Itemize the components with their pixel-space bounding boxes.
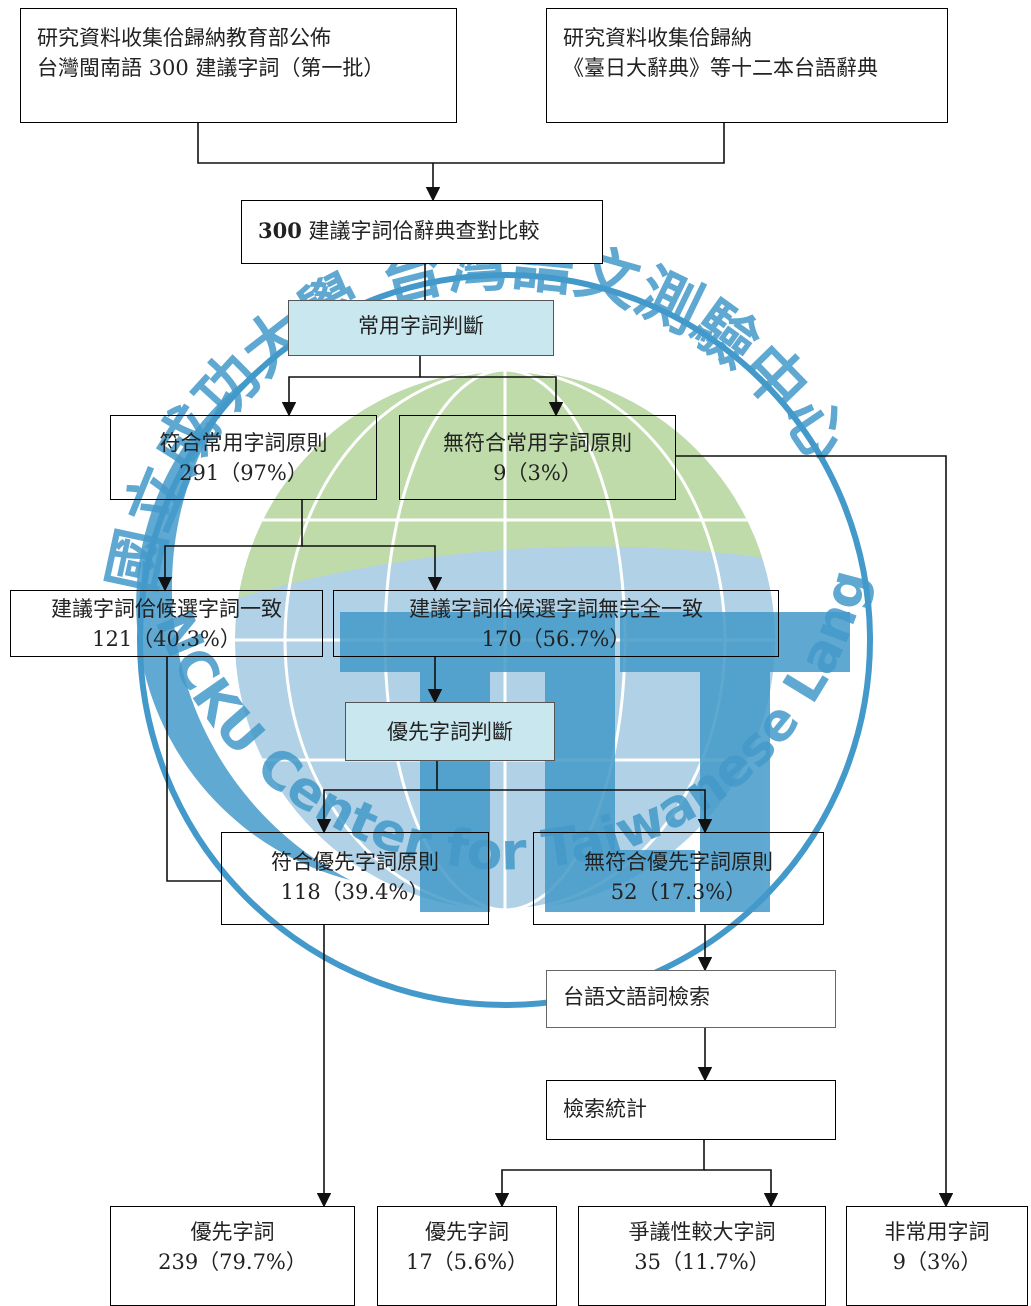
- connector-sources-merge: [197, 123, 725, 164]
- priority-yes-line2: 118（39.4%）: [280, 880, 430, 904]
- no-match-box: 建議字詞佮候選字詞無完全一致 170（56.7%）: [333, 590, 779, 657]
- source-box-dictionaries: 研究資料收集佮歸納 《臺日大辭典》等十二本台語辭典: [546, 8, 948, 123]
- out-priority-b-line1: 優先字詞: [425, 1220, 509, 1244]
- out-uncommon-line1: 非常用字詞: [884, 1220, 990, 1244]
- priority-judge-box: 優先字詞判斷: [345, 702, 555, 761]
- out-dispute-line2: 35（11.7%）: [634, 1250, 770, 1274]
- common-judge-box: 常用字詞判斷: [288, 300, 554, 356]
- priority-no-line1: 無符合優先字詞原則: [584, 850, 773, 874]
- source-box-dictionaries-line2: 《臺日大辭典》等十二本台語辭典: [563, 56, 878, 80]
- common-no-box: 無符合常用字詞原則 9（3%）: [399, 415, 676, 500]
- out-dispute-line1: 爭議性較大字詞: [628, 1220, 776, 1244]
- compare-box-count: 300: [258, 218, 302, 243]
- source-box-moe-line1: 研究資料收集佮歸納教育部公佈: [37, 26, 331, 50]
- out-priority-a-line2: 239（79.7%）: [158, 1250, 307, 1274]
- source-box-moe: 研究資料收集佮歸納教育部公佈 台灣閩南語 300 建議字詞（第一批）: [20, 8, 457, 123]
- source-box-dictionaries-line1: 研究資料收集佮歸納: [563, 26, 752, 50]
- priority-yes-line1: 符合優先字詞原則: [271, 850, 439, 874]
- arrow-to-no-match: [302, 545, 443, 592]
- priority-judge-label: 優先字詞判斷: [387, 720, 513, 744]
- match-box: 建議字詞佮候選字詞一致 121（40.3%）: [10, 590, 323, 657]
- arrow-to-common-no: [420, 376, 564, 417]
- search-label: 台語文語詞檢索: [563, 985, 710, 1009]
- priority-yes-box: 符合優先字詞原則 118（39.4%）: [221, 832, 489, 925]
- arrow-to-match: [157, 500, 303, 592]
- source-box-moe-line2: 台灣閩南語 300 建議字詞（第一批）: [37, 56, 385, 80]
- out-priority-a-box: 優先字詞 239（79.7%）: [110, 1206, 355, 1306]
- compare-box-text: 建議字詞佮辭典查對比較: [301, 219, 540, 243]
- priority-no-line2: 52（17.3%）: [610, 880, 747, 904]
- out-priority-b-line2: 17（5.6%）: [405, 1250, 529, 1274]
- arrow-to-priority-yes: [316, 761, 438, 834]
- out-dispute-box: 爭議性較大字詞 35（11.7%）: [578, 1206, 826, 1306]
- stats-box: 檢索統計: [546, 1080, 836, 1140]
- connector-match-to-priority: [166, 657, 221, 882]
- match-line1: 建議字詞佮候選字詞一致: [51, 597, 282, 621]
- out-priority-b-box: 優先字詞 17（5.6%）: [377, 1206, 557, 1306]
- arrow-to-uncommon: [676, 455, 954, 1208]
- common-no-line2: 9（3%）: [493, 461, 582, 485]
- common-judge-label: 常用字詞判斷: [358, 314, 484, 338]
- common-yes-line1: 符合常用字詞原則: [159, 431, 328, 455]
- priority-no-box: 無符合優先字詞原則 52（17.3%）: [533, 832, 824, 925]
- match-line2: 121（40.3%）: [92, 627, 241, 651]
- watermark-crescent: [136, 380, 350, 880]
- arrow-to-out-dispute: [704, 1169, 779, 1208]
- connectors: [157, 123, 954, 1208]
- arrow-to-out-priority-b: [494, 1140, 705, 1208]
- no-match-line1: 建議字詞佮候選字詞無完全一致: [409, 597, 703, 621]
- no-match-line2: 170（56.7%）: [481, 627, 631, 651]
- common-yes-line2: 291（97%）: [179, 461, 308, 485]
- stats-label: 檢索統計: [563, 1097, 647, 1121]
- out-uncommon-line2: 9（3%）: [892, 1250, 982, 1274]
- compare-box: 300 建議字詞佮辭典查對比較: [241, 200, 603, 264]
- arrow-to-common-yes: [281, 356, 421, 417]
- tlt-logo: [340, 612, 850, 912]
- common-no-line1: 無符合常用字詞原則: [443, 431, 632, 455]
- out-uncommon-box: 非常用字詞 9（3%）: [846, 1206, 1028, 1306]
- search-box: 台語文語詞檢索: [546, 970, 836, 1028]
- arrow-to-priority-no: [437, 789, 713, 834]
- out-priority-a-line1: 優先字詞: [190, 1220, 275, 1244]
- common-yes-box: 符合常用字詞原則 291（97%）: [110, 415, 377, 500]
